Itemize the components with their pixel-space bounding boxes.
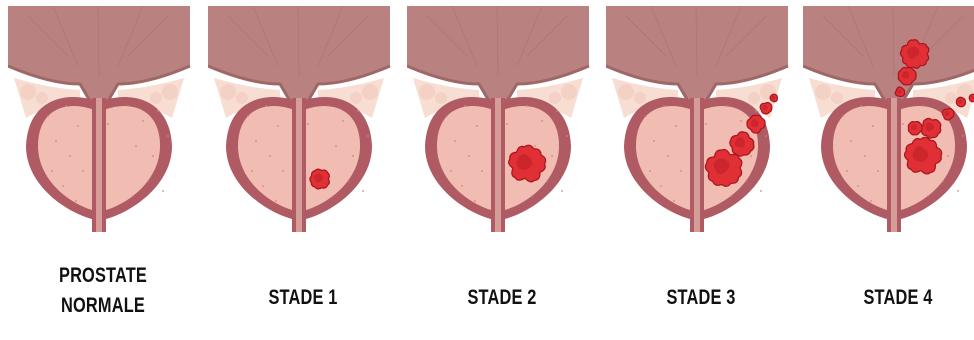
prostate-illustration: [407, 6, 597, 232]
prostate-lobe-right: [304, 106, 360, 210]
prostate-lobe-left: [437, 106, 493, 210]
prostate-lobe-left: [38, 106, 94, 210]
stage-panel-stade-1: STADE 1: [208, 0, 398, 340]
prostate-lobe-right: [104, 106, 160, 210]
stage-label-line: PROSTATE: [29, 261, 177, 291]
prostate-illustration: [606, 6, 796, 232]
prostate-illustration: [208, 6, 398, 232]
stage-label-line: STADE 4: [824, 283, 972, 313]
stage-panel-stade-3: STADE 3: [606, 0, 796, 340]
prostate-lobe-left: [833, 106, 889, 210]
stage-label: STADE 3: [627, 283, 775, 313]
stage-label: STADE 1: [229, 283, 377, 313]
prostate-illustration: [8, 6, 198, 232]
stage-label-line: STADE 2: [428, 283, 576, 313]
prostate-lobe-left: [636, 106, 692, 210]
stage-label-line: STADE 1: [229, 283, 377, 313]
stage-panel-stade-4: STADE 4: [803, 0, 974, 340]
prostate-lobe-left: [238, 106, 294, 210]
stage-label-line: NORMALE: [29, 291, 177, 321]
stage-label: STADE 4: [824, 283, 972, 313]
prostate-illustration: [803, 6, 974, 232]
stage-panel-stade-2: STADE 2: [407, 0, 597, 340]
stage-label-line: STADE 3: [627, 283, 775, 313]
stage-label: STADE 2: [428, 283, 576, 313]
